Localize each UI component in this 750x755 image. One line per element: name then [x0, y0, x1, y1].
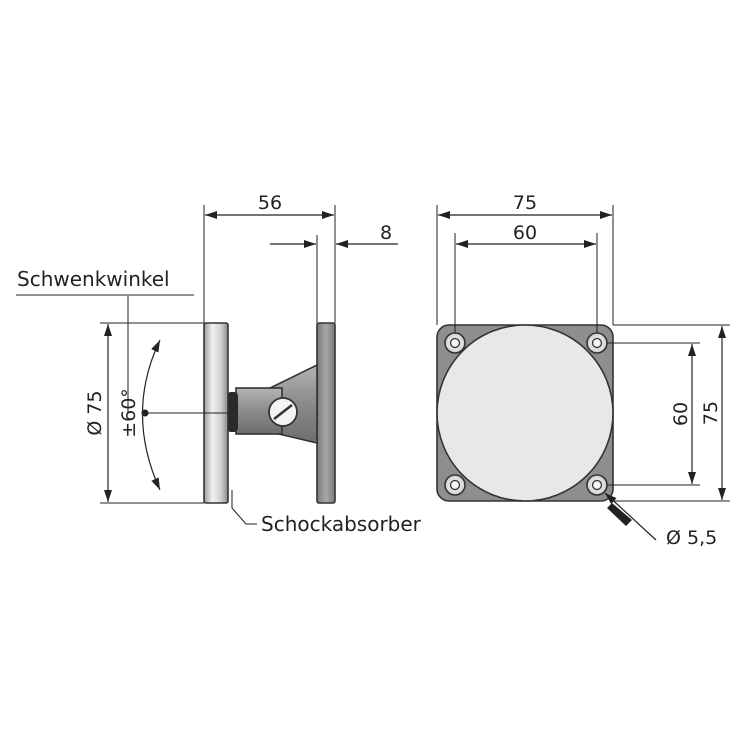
dim-flange-thickness: 8 [380, 222, 392, 244]
hole-leader-wedge [607, 503, 632, 526]
dim-hole-spacing-v: 60 [670, 402, 692, 426]
dim-face-width: 75 [513, 192, 537, 214]
mounting-hole-tr [586, 332, 608, 354]
sensor-face [436, 324, 614, 502]
mounting-hole-bl [444, 474, 466, 496]
mounting-hole-tl [444, 332, 466, 354]
label-shock-absorber: Schockabsorber [261, 512, 422, 536]
mounting-hole-br [586, 474, 608, 496]
dim-side-depth: 56 [258, 192, 282, 214]
swivel-pivot-dot [141, 409, 149, 417]
screw-slot [273, 404, 293, 420]
dim-hole-spacing-h: 60 [513, 222, 537, 244]
side-dimensions: 56 8 Ø 75 ±60° Schwenkwinkel Schockabsor… [16, 192, 422, 536]
shock-absorber-leader [231, 490, 257, 525]
dim-front-diameter: Ø 75 [84, 390, 106, 435]
mounting-holes [444, 332, 608, 496]
dim-face-height: 75 [700, 401, 722, 425]
shock-absorber [227, 392, 238, 432]
hole-diameter-leader [604, 492, 657, 541]
dim-swivel-range: ±60° [118, 388, 140, 438]
front-dimensions: 75 60 60 75 Ø 5,5 [436, 192, 730, 549]
swivel-arc [142, 339, 161, 491]
dim-hole-diameter: Ø 5,5 [666, 527, 717, 549]
label-swivel-angle: Schwenkwinkel [17, 267, 170, 291]
front-view [436, 324, 614, 502]
mounting-flange [316, 322, 336, 504]
